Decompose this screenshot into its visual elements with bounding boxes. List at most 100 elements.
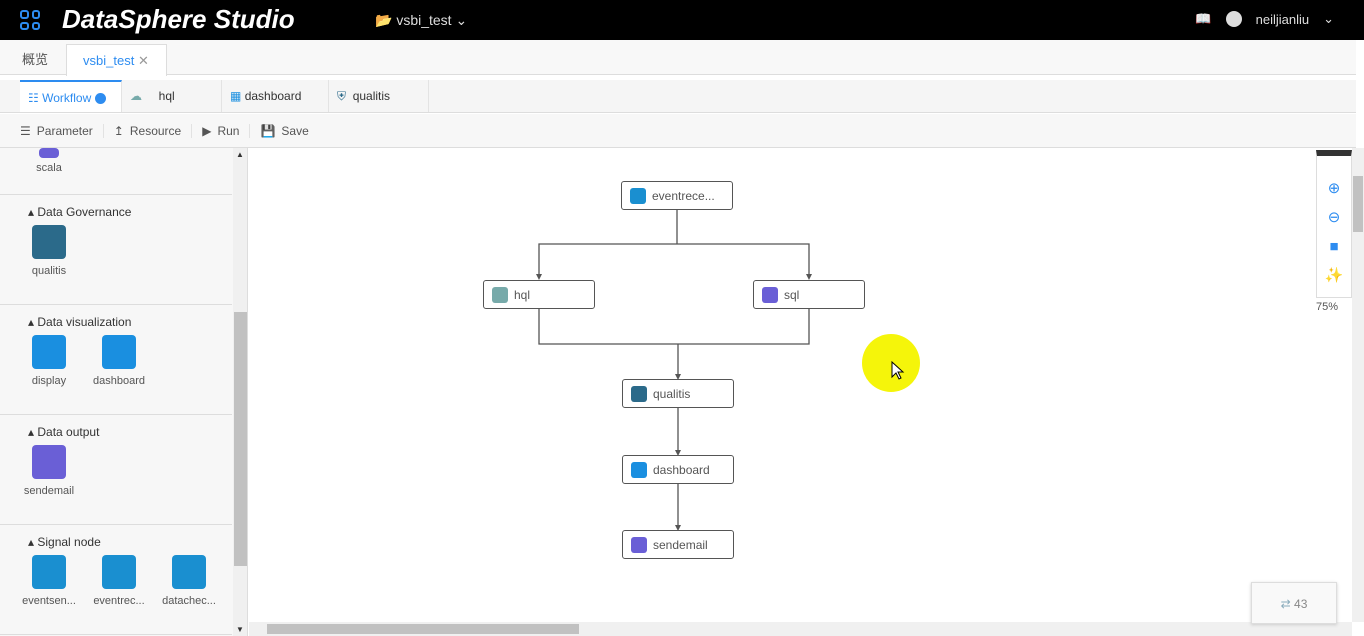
- tab-dashboard[interactable]: ▦ dashboard: [222, 80, 329, 112]
- logo[interactable]: DataSphere Studio: [62, 4, 295, 34]
- section-header[interactable]: ▴ Data output: [28, 425, 100, 439]
- horizontal-scrollbar[interactable]: [249, 622, 1352, 636]
- swap-icon: ⇄: [1280, 597, 1291, 611]
- toolbar: ☰Parameter ↥ Resource ▶ Run 💾 Save: [0, 114, 1356, 148]
- vertical-scrollbar[interactable]: [1352, 148, 1364, 622]
- zoom-controls: ⊕ ⊖ ■ ✨: [1316, 150, 1352, 298]
- close-icon[interactable]: ✕: [137, 53, 149, 68]
- counter-value: 43: [1294, 597, 1308, 611]
- palette-section: ▴ Data visualization display dashboard: [0, 305, 232, 415]
- section-title: Data visualization: [37, 315, 132, 329]
- zoom-out-icon[interactable]: ⊖: [1327, 209, 1341, 226]
- workflow-node[interactable]: dashboard: [622, 455, 734, 484]
- section-header[interactable]: ▴ Data Governance: [28, 205, 132, 219]
- node-type-icon: [32, 555, 66, 589]
- workflow-icon: ☷: [28, 91, 39, 105]
- label: display: [31, 375, 67, 387]
- project-selector[interactable]: 📂 vsbi_test ⌄: [375, 12, 467, 29]
- sliders-icon: ☰: [20, 123, 31, 138]
- workflow-node[interactable]: sendemail: [622, 530, 734, 559]
- label: Run: [217, 123, 240, 138]
- chevron-down-icon: ⌄: [455, 12, 468, 28]
- github-icon[interactable]: [1225, 11, 1242, 27]
- palette-item[interactable]: qualitis: [14, 225, 84, 277]
- user-menu[interactable]: neiljianliu: [1255, 11, 1310, 27]
- node-type-icon: [172, 555, 206, 589]
- palette-section: ▴ Signal node eventsen... eventrec... datac…: [0, 525, 232, 635]
- label: dashboard: [93, 375, 145, 387]
- workflow-node[interactable]: qualitis: [622, 379, 734, 408]
- label: eventrec...: [93, 595, 145, 607]
- tab-qualitis[interactable]: ⛨ qualitis: [329, 80, 429, 112]
- tab-label: qualitis: [352, 89, 391, 103]
- tab-vsbi-test[interactable]: vsbi_test ✕: [66, 44, 167, 76]
- node-icon: [630, 187, 646, 204]
- chevron-down-icon: ⌄: [1323, 11, 1334, 26]
- mouse-cursor-icon: [891, 360, 905, 380]
- unsaved-dot: [94, 93, 106, 105]
- workflow-node[interactable]: hql: [483, 280, 595, 309]
- top-tabs: 概览 vsbi_test ✕: [0, 40, 1356, 76]
- palette-item[interactable]: datachec...: [154, 555, 224, 607]
- label: sendemail: [23, 485, 75, 497]
- workflow-canvas[interactable]: eventrece... hql sql qualitis dashboard sende…: [249, 148, 1352, 622]
- label: qualitis: [31, 265, 67, 277]
- resource-button[interactable]: ↥ Resource: [104, 123, 193, 138]
- upload-icon: ↥: [113, 123, 124, 138]
- node-icon: [631, 385, 647, 402]
- apps-grid-icon[interactable]: [20, 10, 40, 30]
- node-palette: scala ▴ Data Governance qualitis ▴ Data vi…: [0, 148, 248, 636]
- workflow-node[interactable]: sql: [753, 280, 865, 309]
- label: scala: [36, 162, 62, 174]
- parameter-button[interactable]: ☰Parameter: [10, 123, 104, 138]
- tab-label: vsbi_test: [83, 53, 135, 68]
- node-label: sendemail: [653, 537, 708, 552]
- label: eventsen...: [22, 595, 76, 607]
- book-icon[interactable]: 📖: [1195, 11, 1212, 26]
- palette-item[interactable]: sendemail: [14, 445, 84, 497]
- section-title: Data Governance: [37, 205, 132, 219]
- node-icon: [762, 286, 778, 303]
- label: Resource: [129, 123, 182, 138]
- play-icon: ▶: [202, 123, 212, 138]
- node-label: eventrece...: [652, 188, 715, 203]
- node-label: hql: [514, 287, 531, 302]
- shield-icon: ⛨: [337, 89, 347, 103]
- sidebar-scrollbar[interactable]: ▲▼: [233, 148, 247, 636]
- folder-icon: 📂: [375, 12, 393, 28]
- save-icon: 💾: [260, 123, 276, 138]
- label: datachec...: [162, 595, 216, 607]
- node-type-icon: [32, 445, 66, 479]
- cursor-highlight: [862, 334, 920, 392]
- node-label: sql: [784, 287, 800, 302]
- clean-brush-icon[interactable]: ✨: [1324, 267, 1344, 284]
- palette-item[interactable]: eventrec...: [84, 555, 154, 607]
- tab-workflow[interactable]: ☷ Workflow: [20, 80, 122, 112]
- edge: [538, 309, 810, 377]
- edge: [538, 210, 810, 276]
- tab-overview[interactable]: 概览: [22, 52, 49, 67]
- hive-icon: ☁: [130, 89, 142, 103]
- label: Save: [281, 123, 309, 138]
- section-header[interactable]: ▴ Data visualization: [28, 315, 132, 329]
- node-icon: [492, 286, 508, 303]
- project-name: vsbi_test: [396, 12, 452, 28]
- workflow-node[interactable]: eventrece...: [621, 181, 733, 210]
- section-title: Data output: [37, 425, 100, 439]
- save-button[interactable]: 💾 Save: [250, 124, 318, 138]
- zoom-in-icon[interactable]: ⊕: [1327, 180, 1341, 197]
- palette-item[interactable]: display: [14, 335, 84, 387]
- palette-item[interactable]: dashboard: [84, 335, 154, 387]
- run-button[interactable]: ▶ Run: [192, 123, 251, 138]
- counter-badge[interactable]: ⇄ 43: [1251, 582, 1337, 624]
- section-header[interactable]: ▴ Signal node: [28, 535, 101, 549]
- tab-label: Workflow: [42, 91, 92, 105]
- palette-section: ▴ Data output sendemail: [0, 415, 232, 525]
- palette-item-scala[interactable]: scala: [14, 148, 84, 174]
- palette-item[interactable]: eventsen...: [14, 555, 84, 607]
- node-type-icon: [102, 555, 136, 589]
- tab-hql[interactable]: ☁ hql: [122, 80, 222, 112]
- fit-screen-icon[interactable]: ■: [1329, 238, 1339, 255]
- app-header: DataSphere Studio 📂 vsbi_test ⌄ 📖 neiljia…: [0, 0, 1364, 40]
- zoom-level: 75%: [1316, 301, 1339, 313]
